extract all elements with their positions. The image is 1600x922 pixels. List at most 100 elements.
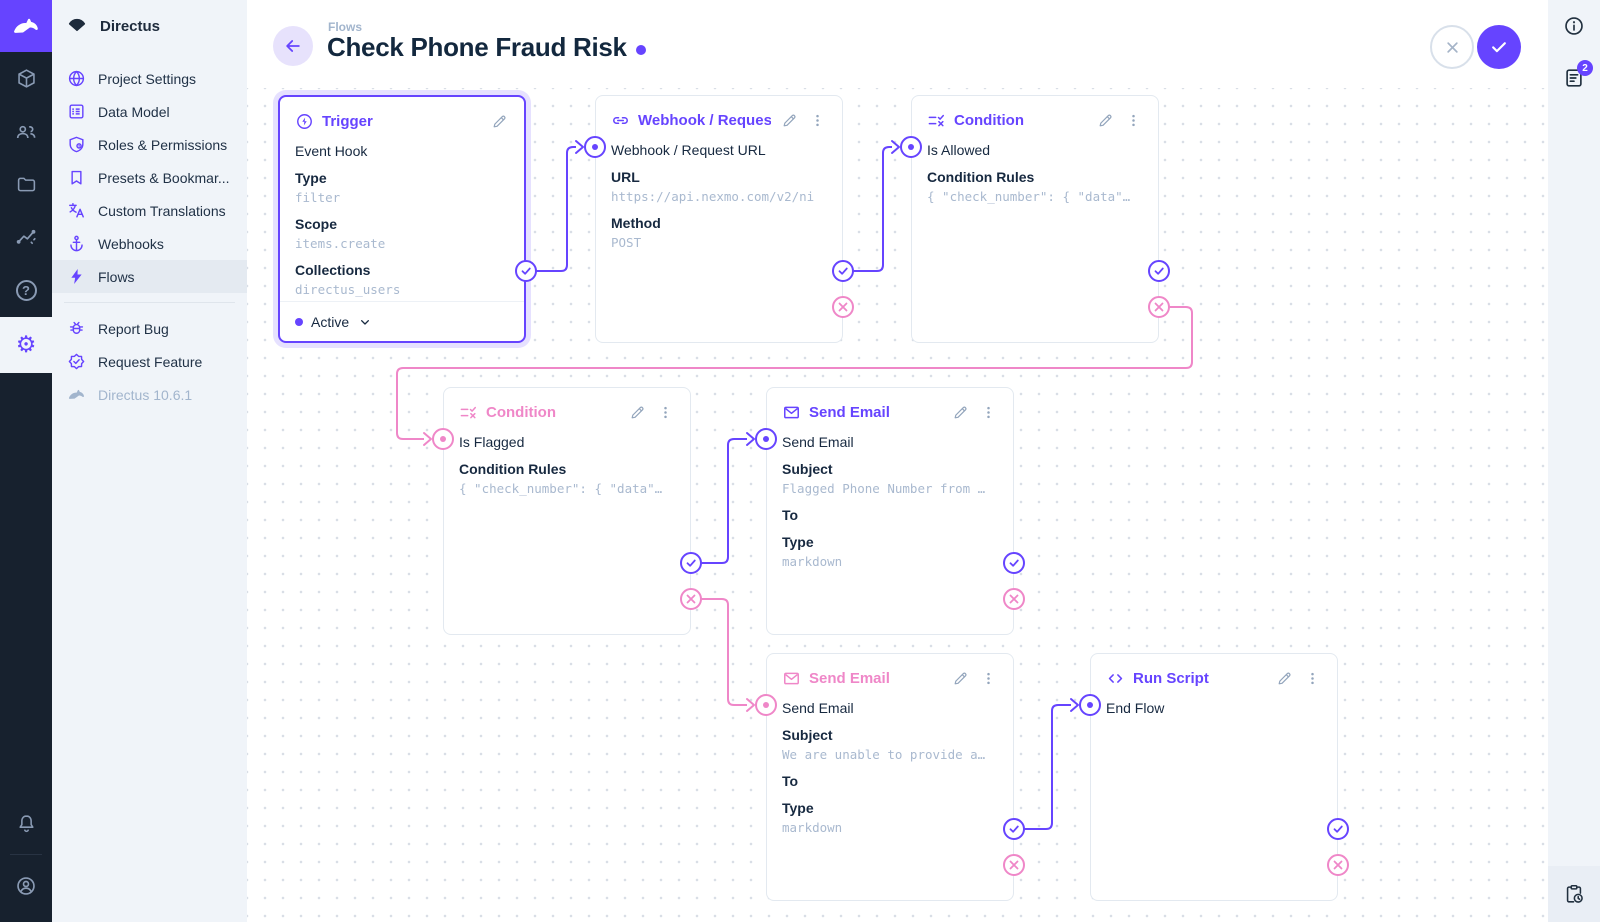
bell-icon	[18, 815, 34, 833]
field: Condition Rules { "check_number": { "dat…	[459, 461, 663, 496]
info-icon	[1565, 17, 1583, 35]
back-button[interactable]	[273, 26, 313, 66]
field: Condition Rules { "check_number": { "dat…	[927, 169, 1131, 204]
rabbit-icon-small	[66, 385, 86, 405]
activity-log-toggle[interactable]	[1548, 868, 1600, 920]
more-menu-icon[interactable]	[978, 668, 998, 688]
bug-icon	[66, 319, 86, 339]
sidebar-item-version: Directus 10.6.1	[52, 378, 247, 411]
field: Scope items.create	[295, 216, 386, 251]
arrow-left-icon	[286, 40, 300, 52]
operation-name: Send Email	[782, 700, 854, 716]
input-connector[interactable]	[432, 428, 454, 450]
flow-node-run-script[interactable]: Run Script End Flow	[1079, 653, 1349, 901]
node-title: Trigger	[322, 112, 373, 130]
resolve-connector[interactable]	[1003, 818, 1025, 840]
flow-status-toggle[interactable]: Active	[280, 301, 524, 341]
resolve-connector[interactable]	[1148, 260, 1170, 282]
folder-icon	[17, 177, 35, 192]
module-bar: ? ⚙	[0, 0, 52, 922]
resolve-connector[interactable]	[680, 552, 702, 574]
insights-icon	[16, 229, 36, 245]
more-menu-icon[interactable]	[978, 402, 998, 422]
project-logo-icon	[68, 18, 86, 32]
module-insights[interactable]	[0, 211, 52, 264]
rail-bottom-section	[1548, 866, 1600, 922]
bolt-icon	[66, 267, 86, 287]
resolve-connector[interactable]	[515, 260, 537, 282]
flow-info-toggle[interactable]	[1548, 0, 1600, 52]
more-menu-icon[interactable]	[1123, 110, 1143, 130]
globe-icon	[66, 69, 86, 89]
flow-node-condition-flagged[interactable]: Condition Is Flagged Condition Rules { "…	[432, 387, 702, 635]
sidebar-item-presets-bookmarks[interactable]: Presets & Bookmar...	[52, 161, 247, 194]
sidebar-item-flows[interactable]: Flows	[52, 260, 247, 293]
email-icon	[782, 669, 801, 688]
flow-node-send-email-flagged[interactable]: Send Email Send Email Subject Flagged Ph…	[755, 387, 1025, 635]
code-icon	[1106, 669, 1125, 688]
edit-icon[interactable]	[1274, 668, 1294, 688]
reject-connector[interactable]	[1148, 296, 1170, 318]
flow-node-webhook[interactable]: Webhook / Request URL Webhook / Request …	[584, 95, 854, 343]
translate-icon	[66, 201, 86, 221]
sidebar-item-roles-permissions[interactable]: Roles & Permissions	[52, 128, 247, 161]
reject-connector[interactable]	[832, 296, 854, 318]
account-avatar[interactable]	[0, 859, 52, 912]
reject-connector[interactable]	[1003, 588, 1025, 610]
reject-connector[interactable]	[1003, 854, 1025, 876]
input-connector[interactable]	[755, 428, 777, 450]
more-menu-icon[interactable]	[807, 110, 827, 130]
module-settings[interactable]: ⚙	[0, 317, 52, 373]
input-connector[interactable]	[755, 694, 777, 716]
sidebar-item-label: Project Settings	[98, 70, 197, 87]
flow-node-trigger[interactable]: Trigger Event Hook Type filter Scope ite…	[278, 95, 537, 343]
module-file-library[interactable]	[0, 158, 52, 211]
node-title: Run Script	[1133, 669, 1209, 687]
edit-icon[interactable]	[1095, 110, 1115, 130]
module-help[interactable]: ?	[0, 264, 52, 317]
sidebar-item-custom-translations[interactable]: Custom Translations	[52, 194, 247, 227]
data-model-icon	[66, 102, 86, 122]
sidebar-item-data-model[interactable]: Data Model	[52, 95, 247, 128]
field: To	[782, 507, 799, 523]
notifications-bell[interactable]	[0, 797, 52, 850]
link-icon	[611, 111, 630, 130]
directus-logo[interactable]	[0, 0, 52, 52]
notifications-panel-toggle[interactable]: 2	[1548, 52, 1600, 104]
cancel-button[interactable]	[1430, 25, 1474, 69]
sidebar-item-label: Data Model	[98, 103, 170, 120]
field: Subject Flagged Phone Number from …	[782, 461, 986, 496]
sidebar-item-label: Report Bug	[98, 320, 169, 337]
edit-icon[interactable]	[950, 668, 970, 688]
notes-icon	[1566, 69, 1582, 87]
sidebar-item-webhooks[interactable]: Webhooks	[52, 227, 247, 260]
project-header[interactable]: Directus	[52, 0, 247, 52]
save-button[interactable]	[1477, 25, 1521, 69]
operation-name: End Flow	[1106, 700, 1165, 716]
more-menu-icon[interactable]	[655, 402, 675, 422]
field: To	[782, 773, 799, 789]
breadcrumb[interactable]: Flows	[328, 20, 363, 34]
flow-node-send-email-unable[interactable]: Send Email Send Email Subject We are una…	[755, 653, 1025, 901]
sidebar-item-project-settings[interactable]: Project Settings	[52, 62, 247, 95]
sidebar-item-report-bug[interactable]: Report Bug	[52, 312, 247, 345]
resolve-connector[interactable]	[1327, 818, 1349, 840]
edit-icon[interactable]	[950, 402, 970, 422]
reject-connector[interactable]	[680, 588, 702, 610]
settings-nav: Project Settings Data Model Roles & Perm…	[52, 52, 247, 411]
sidebar-divider	[64, 302, 235, 303]
more-menu-icon[interactable]	[1302, 668, 1322, 688]
input-connector[interactable]	[900, 136, 922, 158]
input-connector[interactable]	[1079, 694, 1101, 716]
module-user-directory[interactable]	[0, 105, 52, 158]
sidebar-item-request-feature[interactable]: Request Feature	[52, 345, 247, 378]
module-content[interactable]	[0, 52, 52, 105]
edit-icon[interactable]	[627, 402, 647, 422]
edit-icon[interactable]	[779, 110, 799, 130]
reject-connector[interactable]	[1327, 854, 1349, 876]
input-connector[interactable]	[584, 136, 606, 158]
flow-node-condition-allowed[interactable]: Condition Is Allowed Condition Rules { "…	[900, 95, 1170, 343]
resolve-connector[interactable]	[1003, 552, 1025, 574]
edit-icon[interactable]	[489, 111, 509, 131]
resolve-connector[interactable]	[832, 260, 854, 282]
